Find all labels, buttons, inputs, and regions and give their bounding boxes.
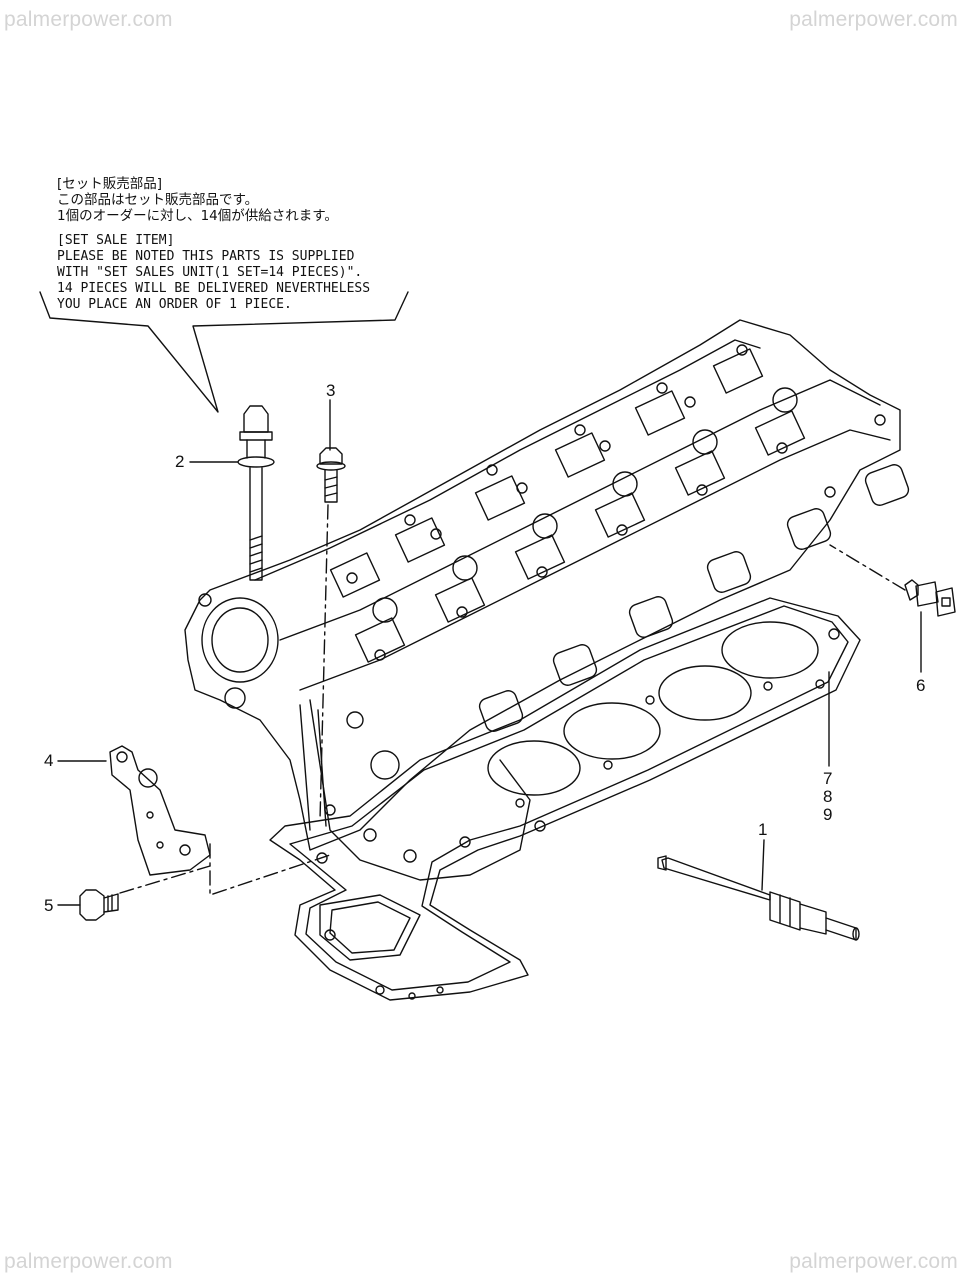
screw bbox=[79, 889, 119, 921]
note-en-line-5: YOU PLACE AN ORDER OF 1 PIECE. bbox=[57, 297, 292, 312]
glow-plug bbox=[657, 855, 860, 941]
callout-2: 2 bbox=[175, 452, 185, 471]
callout-5: 5 bbox=[44, 896, 54, 915]
dash-5 bbox=[119, 865, 211, 894]
dash-3 bbox=[319, 504, 329, 821]
watermark-top-right: palmerpower.com bbox=[789, 8, 958, 31]
callout-1: 1 bbox=[758, 820, 768, 839]
gasket-bore-3 bbox=[563, 702, 661, 760]
note-en-line-4: 14 PIECES WILL BE DELIVERED NEVERTHELESS bbox=[57, 281, 371, 296]
note-en-line-3: WITH "SET SALES UNIT(1 SET=14 PIECES)". bbox=[57, 265, 363, 280]
front-bore bbox=[201, 597, 279, 683]
note-jp-line-1: [セット販売部品] bbox=[57, 176, 163, 192]
flange-bolt bbox=[316, 447, 346, 503]
leader-1 bbox=[761, 839, 765, 891]
dash-6 bbox=[829, 544, 906, 591]
gasket-bore-2 bbox=[658, 665, 752, 721]
bracket bbox=[109, 745, 211, 876]
note-en-line-2: PLEASE BE NOTED THIS PARTS IS SUPPLIED bbox=[57, 249, 355, 264]
gasket-bore-1 bbox=[721, 621, 819, 679]
watermark-top-left: palmerpower.com bbox=[4, 8, 173, 31]
callout-9: 9 bbox=[823, 805, 833, 824]
note-en-line-1: [SET SALE ITEM] bbox=[57, 233, 175, 248]
note-jp-line-3: 1個のオーダーに対し、14個が供給されます。 bbox=[57, 208, 338, 224]
exhaust-ports bbox=[478, 464, 910, 732]
cylinder-head bbox=[184, 319, 910, 881]
note-jp-line-2: この部品はセット販売部品です。 bbox=[57, 192, 259, 208]
watermark-bottom-left: palmerpower.com bbox=[4, 1250, 173, 1273]
gasket-bore-4 bbox=[487, 740, 581, 796]
callout-7: 7 bbox=[823, 769, 833, 788]
head-bolt bbox=[237, 405, 275, 581]
temp-sensor bbox=[904, 579, 956, 617]
watermark-bottom-right: palmerpower.com bbox=[789, 1250, 958, 1273]
note-bracket bbox=[39, 291, 409, 413]
callout-6: 6 bbox=[916, 676, 926, 695]
callout-4: 4 bbox=[44, 751, 54, 770]
callout-3: 3 bbox=[326, 381, 336, 400]
dash-4 bbox=[209, 843, 331, 896]
callout-8: 8 bbox=[823, 787, 833, 806]
head-gasket bbox=[269, 597, 861, 1001]
